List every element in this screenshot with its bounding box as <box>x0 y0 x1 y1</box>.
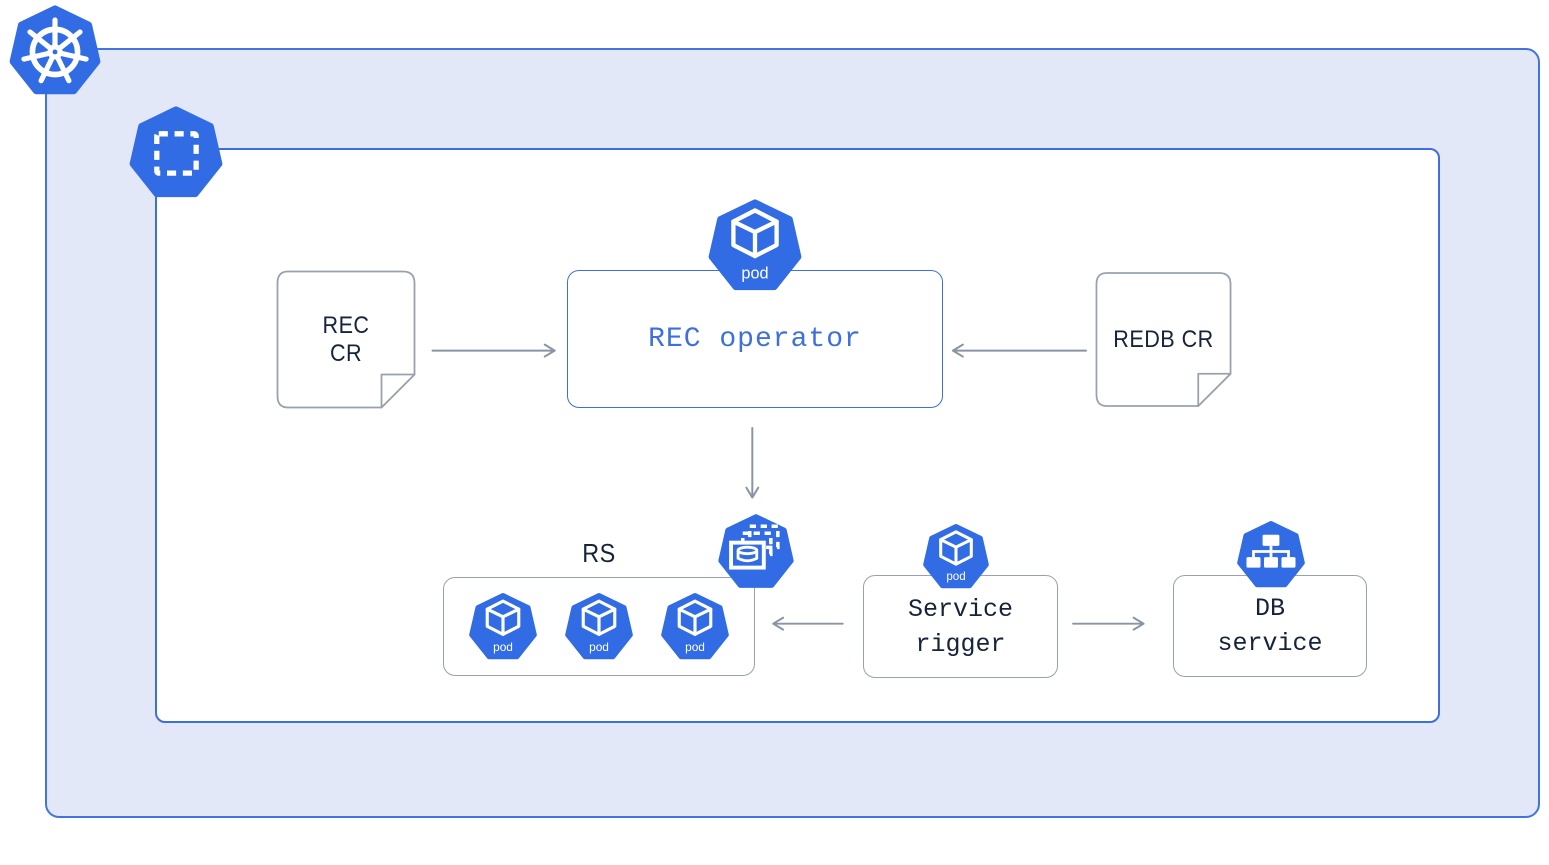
namespace-boundary: REC CR REC operator REDB CR RS <box>155 148 1440 723</box>
namespace-icon <box>129 106 223 198</box>
pod-label: pod <box>741 265 768 283</box>
pod-icon: pod <box>565 592 633 659</box>
rec-cr-line1: REC <box>322 311 370 339</box>
folded-corner <box>1197 372 1232 407</box>
pod-label: pod <box>946 571 965 583</box>
db-service-label: DB service <box>1217 591 1322 661</box>
document-icon <box>276 270 416 409</box>
rec-operator-label: REC operator <box>648 323 862 355</box>
replicaset-icon <box>718 514 794 588</box>
arrow-service-rigger-to-db-service <box>1072 616 1145 631</box>
redb-cr-document: REDB CR <box>1095 270 1232 409</box>
rec-operator-box: REC operator <box>567 270 943 408</box>
pod-icon: pod <box>469 592 537 659</box>
replicaset-title: RS <box>582 538 616 568</box>
arrow-redb-cr-to-operator <box>951 343 1087 358</box>
rec-cr-line2: CR <box>329 339 363 367</box>
pod-label: pod <box>493 639 513 653</box>
service-rigger-line1: Service <box>907 594 1014 624</box>
folded-corner <box>380 373 416 409</box>
kubernetes-logo-icon <box>9 5 101 95</box>
service-rigger-box: Service rigger <box>863 575 1058 678</box>
document-icon <box>1095 272 1232 407</box>
pod-icon: pod <box>661 592 729 659</box>
arrow-rec-cr-to-operator <box>431 343 556 358</box>
service-rigger-label: Service rigger <box>908 592 1013 662</box>
pod-icon: pod <box>708 199 802 291</box>
redb-cr-line1: REDB CR <box>1113 325 1214 353</box>
db-service-line2: service <box>1217 629 1323 658</box>
rec-cr-document: REC CR <box>276 270 416 409</box>
arrow-service-rigger-to-replicaset <box>772 616 844 631</box>
replicaset-box: pod pod pod <box>443 577 755 676</box>
arrow-operator-to-replicaset <box>745 427 760 499</box>
service-icon <box>1237 521 1305 588</box>
db-service-line1: DB <box>1254 594 1285 623</box>
db-service-box: DB service <box>1173 575 1367 677</box>
pod-label: pod <box>589 639 609 653</box>
cluster-boundary: REC CR REC operator REDB CR RS <box>45 48 1540 818</box>
pod-label: pod <box>685 639 705 653</box>
redb-cr-label: REDB CR <box>1102 270 1225 409</box>
service-rigger-line2: rigger <box>915 629 1006 659</box>
rec-cr-label: REC CR <box>283 270 409 409</box>
pod-icon: pod <box>923 524 989 589</box>
